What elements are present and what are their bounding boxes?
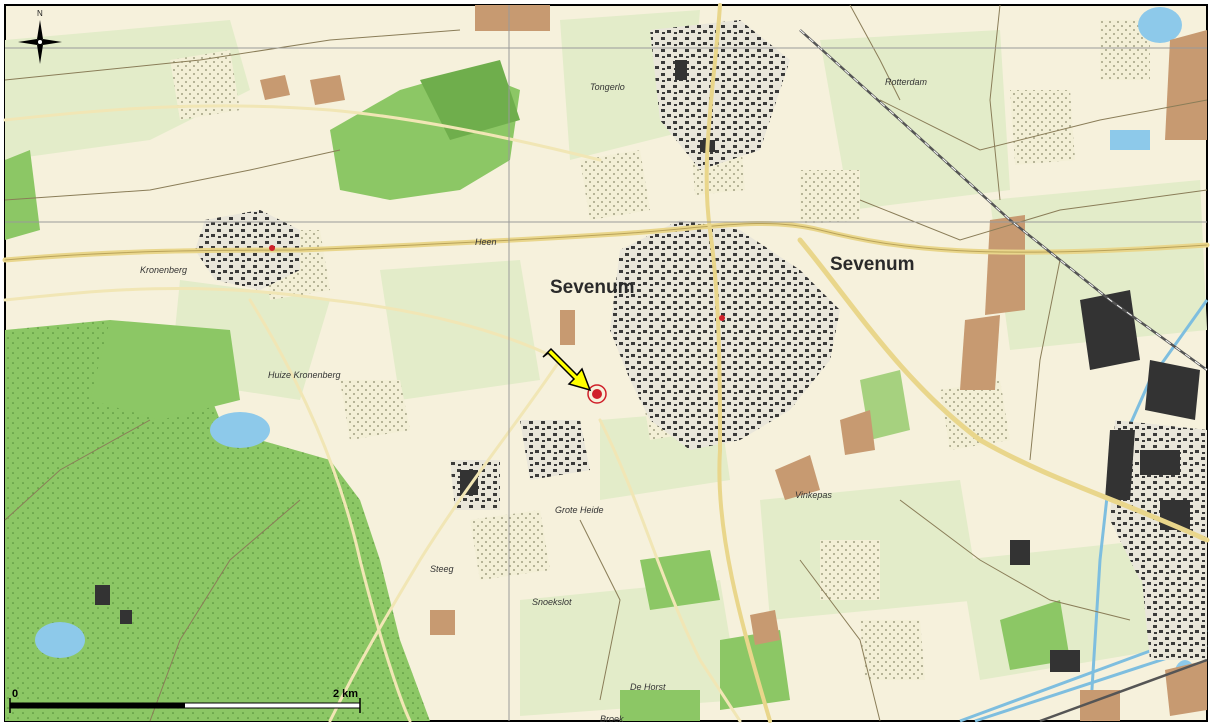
place-label-de-horst: De Horst <box>630 682 666 692</box>
railway <box>799 29 1208 723</box>
scale-bar <box>9 698 361 713</box>
place-label-sevenum-east: Sevenum <box>830 254 914 275</box>
place-label-steeg: Steeg <box>430 564 454 574</box>
place-label-rotterdam: Rotterdam <box>885 77 928 87</box>
agricultural-fields <box>260 5 1207 721</box>
scale-end-label: 2 km <box>333 688 358 700</box>
road-network <box>2 3 1210 723</box>
church-marker <box>719 315 725 321</box>
place-label-broek: Broek <box>600 714 624 724</box>
lanes <box>4 4 1208 722</box>
industrial-buildings <box>95 60 1200 672</box>
church-marker <box>269 245 275 251</box>
grid-lines <box>5 5 1207 721</box>
place-label-grote-heide: Grote Heide <box>555 505 604 515</box>
yellow-arrow-icon <box>542 347 592 392</box>
heath-patches <box>170 20 1150 680</box>
site-marker[interactable] <box>587 384 607 404</box>
place-label-huize: Huize Kronenberg <box>268 370 341 380</box>
compass-north-label: N <box>37 9 43 18</box>
place-label-tongerlo: Tongerlo <box>590 82 625 92</box>
place-label-sevenum-center: Sevenum <box>550 277 634 298</box>
place-label-heen: Heen <box>475 237 497 247</box>
compass-rose-icon <box>18 20 62 64</box>
place-label-kronenberg: Kronenberg <box>140 265 187 275</box>
place-label-snoekslot: Snoekslot <box>532 597 572 607</box>
scale-start-label: 0 <box>12 688 18 700</box>
place-label-vinkepas: Vinkepas <box>795 490 832 500</box>
